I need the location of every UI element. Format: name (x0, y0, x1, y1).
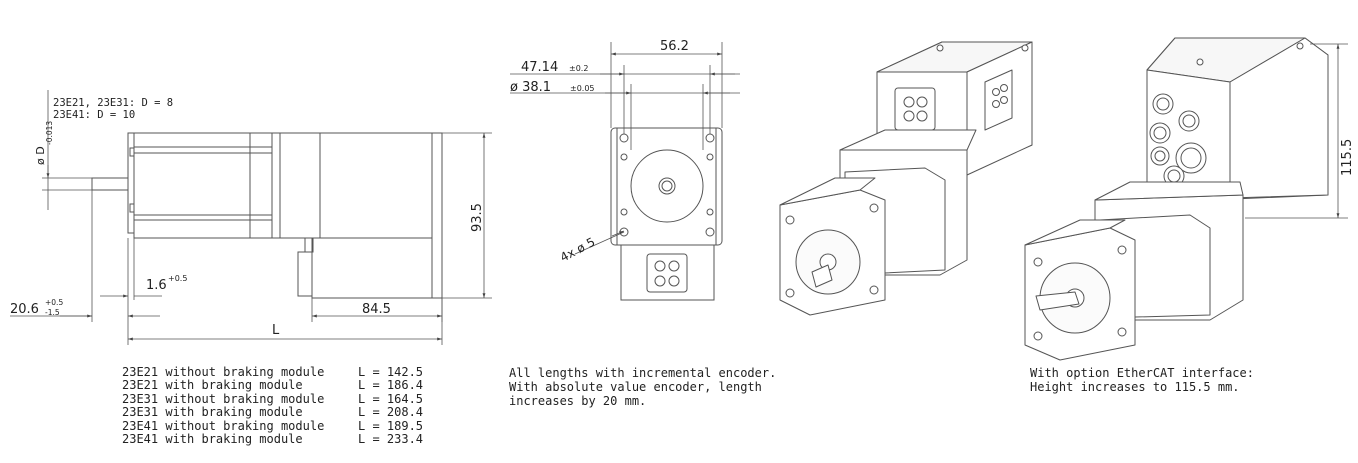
mounting-holes (619, 133, 715, 237)
table-row: 23E31 without braking module L = 164.5 (122, 391, 424, 406)
motor-body (133, 132, 273, 239)
model-name: 23E41 without braking module (122, 418, 325, 433)
shaft-note-line2: 23E41: D = 10 (53, 109, 135, 121)
caption-line: increases by 20 mm. (509, 394, 647, 408)
front-width-dimension: 56.2 (660, 39, 689, 54)
ethercat-height-dimension: 115.5 (1340, 139, 1355, 176)
shaft-length-tol-up: +0.5 (45, 298, 63, 307)
length-value: L = 186.4 (358, 378, 424, 393)
table-row: 23E41 with braking module L = 233.4 (122, 432, 424, 447)
shaft-end (658, 177, 676, 195)
caption-line: With absolute value encoder, length (509, 380, 762, 394)
shaft-note-line1: 23E21, 23E31: D = 8 (53, 97, 173, 109)
model-name: 23E31 without braking module (122, 391, 325, 406)
height-dimension: 93.5 (470, 203, 485, 232)
front-view (610, 127, 723, 301)
side-view (91, 132, 443, 299)
caption-line: With option EtherCAT interface: (1030, 366, 1254, 380)
table-row: 23E21 with braking module L = 186.4 (122, 378, 424, 393)
module-length-dimension: 84.5 (362, 302, 391, 317)
front-flange-outline (610, 127, 723, 246)
length-value: L = 208.4 (358, 405, 424, 420)
iso-view-ethercat (1024, 37, 1329, 361)
connector-housing (311, 237, 433, 299)
ethercat-connectors (1149, 93, 1207, 187)
motor-shaft (91, 177, 129, 191)
pilot-tol: ±0.05 (570, 84, 595, 93)
iso-view-standard (779, 41, 1033, 316)
model-name: 23E21 with braking module (122, 378, 303, 393)
length-value: L = 142.5 (358, 365, 424, 379)
flange-dimension: 1.6 (146, 278, 167, 293)
length-value: L = 189.5 (358, 418, 424, 433)
encoder-caption: All lengths with incremental encoder.Wit… (509, 366, 776, 408)
front-connector-box (620, 244, 715, 301)
table-row: 23E31 with braking module L = 208.4 (122, 405, 424, 420)
mounting-holes-label: 4x ø 5 (558, 235, 598, 265)
shaft-diameter-label: ø D (34, 146, 47, 165)
model-name: 23E41 with braking module (122, 432, 303, 447)
iso-connector-panel (894, 87, 936, 131)
total-length-label: L (272, 323, 280, 338)
caption-line: All lengths with incremental encoder. (509, 366, 777, 380)
length-table: 23E21 without braking module L = 142.5 23… (122, 365, 424, 447)
caption-line: Height increases to 115.5 mm. (1030, 380, 1240, 394)
drive-module (279, 132, 433, 239)
ethercat-caption: With option EtherCAT interface:Height in… (1030, 366, 1254, 394)
shaft-length-dimension: 20.6 (10, 302, 39, 317)
flange-dimension-tol: +0.5 (168, 274, 187, 283)
shaft-length-tol-down: -1.5 (45, 308, 60, 317)
pilot-circle (630, 149, 704, 223)
model-name: 23E21 without braking module (122, 365, 325, 379)
table-row: 23E41 without braking module L = 189.5 (122, 418, 424, 433)
table-row: 23E21 without braking module L = 142.5 (122, 365, 424, 379)
model-name: 23E31 with braking module (122, 405, 303, 420)
bolt-circle-tol: ±0.2 (569, 64, 588, 73)
length-value: L = 164.5 (358, 391, 424, 406)
shaft-diameter-tol: -0.013 (45, 121, 54, 145)
length-value: L = 233.4 (358, 432, 424, 447)
pilot-dimension: ø 38.1 (510, 80, 551, 95)
bolt-circle-dimension: 47.14 (521, 60, 558, 75)
